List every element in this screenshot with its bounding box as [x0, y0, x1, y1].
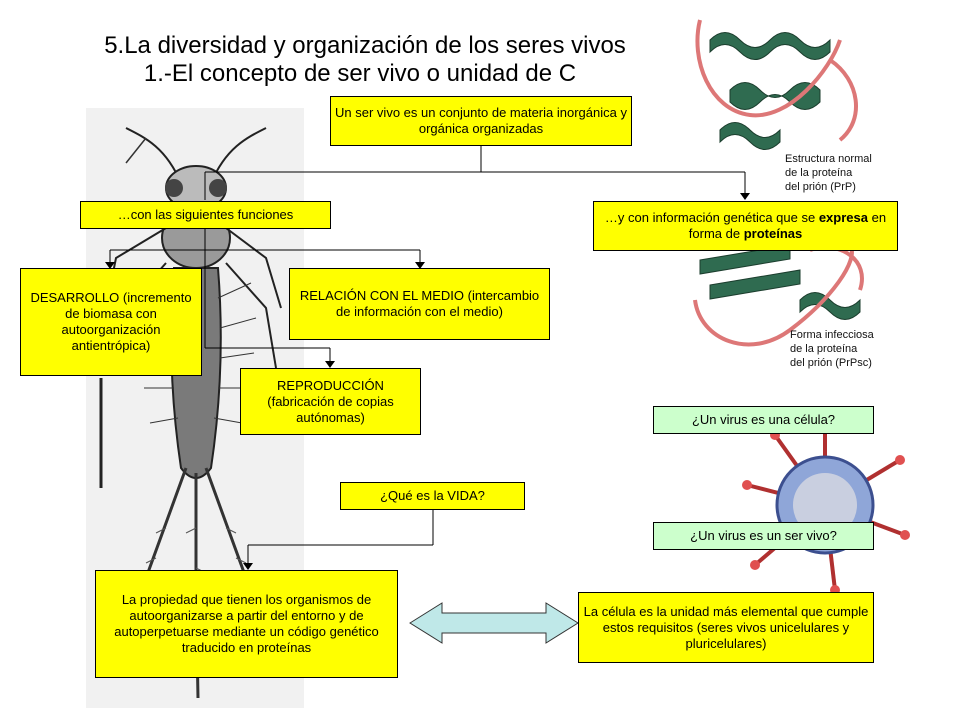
title-line-1: 5.La diversidad y organización de los se… — [104, 32, 626, 59]
box-life-definition: La propiedad que tienen los organismos d… — [95, 570, 398, 678]
prion-normal-label: Estructura normal — [785, 153, 872, 165]
box-definition: Un ser vivo es un conjunto de materia in… — [330, 96, 632, 146]
box-development: DESARROLLO (incremento de biomasa con au… — [20, 268, 202, 376]
svg-text:del prión (PrP): del prión (PrP) — [785, 181, 856, 193]
box-functions: …con las siguientes funciones — [80, 201, 331, 229]
svg-text:de la proteína: de la proteína — [790, 343, 858, 355]
box-virus-cell-question: ¿Un virus es una célula? — [653, 406, 874, 434]
box-what-is-life: ¿Qué es la VIDA? — [340, 482, 525, 510]
svg-text:del prión (PrPsc): del prión (PrPsc) — [790, 357, 872, 369]
svg-text:de la proteína: de la proteína — [785, 167, 853, 179]
box-reproduction: REPRODUCCIÓN (fabricación de copias autó… — [240, 368, 421, 435]
svg-text:Forma infecciosa: Forma infecciosa — [790, 329, 875, 341]
title-line-2: 1.-El concepto de ser vivo o unidad de C — [143, 60, 577, 87]
double-arrow — [409, 602, 579, 644]
box-relation: RELACIÓN CON EL MEDIO (intercambio de in… — [289, 268, 550, 340]
box-genetic-information: …y con información genética que se expre… — [593, 201, 898, 251]
box-cell-definition: La célula es la unidad más elemental que… — [578, 592, 874, 663]
box-virus-alive-question: ¿Un virus es un ser vivo? — [653, 522, 874, 550]
